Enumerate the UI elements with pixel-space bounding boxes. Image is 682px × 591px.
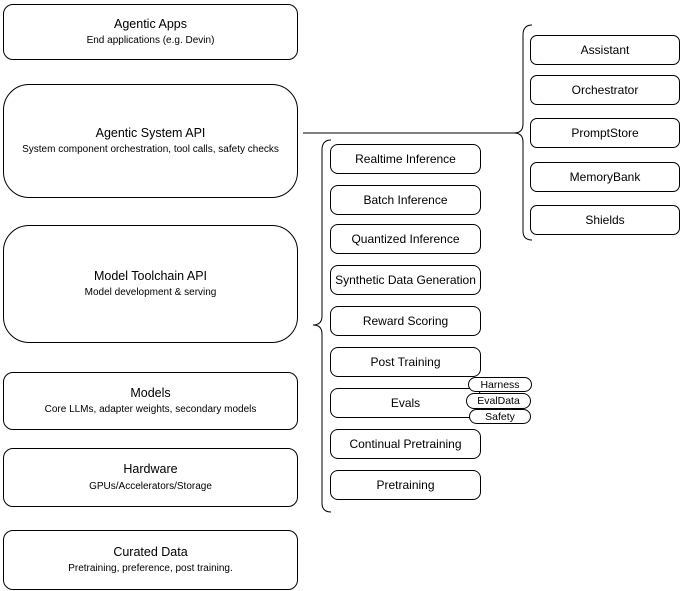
box-continual-pretraining: Continual Pretraining <box>330 429 481 459</box>
box-model-toolchain-api-title: Model Toolchain API <box>93 268 208 283</box>
box-model-toolchain-api: Model Toolchain API Model development & … <box>3 225 298 343</box>
box-assistant-label: Assistant <box>580 43 630 57</box>
box-hardware: Hardware GPUs/Accelerators/Storage <box>3 448 298 507</box>
box-shields-label: Shields <box>585 213 625 227</box>
box-models: Models Core LLMs, adapter weights, secon… <box>3 372 298 430</box>
box-curated-data: Curated Data Pretraining, preference, po… <box>3 530 298 590</box>
box-hardware-subtitle: GPUs/Accelerators/Storage <box>89 480 212 492</box>
box-promptstore: PromptStore <box>530 118 680 148</box>
box-evals-label: Evals <box>390 396 421 410</box>
box-post-training: Post Training <box>330 347 481 377</box>
box-synthetic-data-generation-label: Synthetic Data Generation <box>335 273 476 287</box>
box-memorybank: MemoryBank <box>530 162 680 192</box>
box-reward-scoring: Reward Scoring <box>330 306 481 336</box>
box-batch-inference: Batch Inference <box>330 185 481 215</box>
box-realtime-inference-label: Realtime Inference <box>355 152 456 166</box>
box-quantized-inference: Quantized Inference <box>330 224 481 254</box>
box-curated-data-subtitle: Pretraining, preference, post training. <box>68 563 233 575</box>
box-orchestrator-label: Orchestrator <box>571 83 639 97</box>
box-agentic-apps-subtitle: End applications (e.g. Devin) <box>86 35 215 47</box>
box-agentic-system-api: Agentic System API System component orch… <box>3 84 298 198</box>
box-reward-scoring-label: Reward Scoring <box>362 314 449 328</box>
box-promptstore-label: PromptStore <box>571 126 639 140</box>
pill-safety: Safety <box>469 409 531 424</box>
box-hardware-title: Hardware <box>123 462 178 477</box>
toolchain-brace <box>312 139 332 513</box>
box-models-subtitle: Core LLMs, adapter weights, secondary mo… <box>44 404 257 416</box>
box-orchestrator: Orchestrator <box>530 75 680 105</box>
box-realtime-inference: Realtime Inference <box>330 144 481 174</box>
box-evals: Evals <box>330 388 481 418</box>
pill-safety-label: Safety <box>485 410 515 423</box>
box-batch-inference-label: Batch Inference <box>363 193 448 207</box>
pill-evaldata-label: EvalData <box>477 395 520 407</box>
box-agentic-apps-title: Agentic Apps <box>114 16 187 31</box>
pill-harness-label: Harness <box>480 378 520 391</box>
box-shields: Shields <box>530 205 680 235</box>
box-assistant: Assistant <box>530 35 680 65</box>
box-model-toolchain-api-subtitle: Model development & serving <box>84 287 217 299</box>
box-agentic-system-api-title: Agentic System API <box>95 125 206 140</box>
box-agentic-apps: Agentic Apps End applications (e.g. Devi… <box>3 4 298 60</box>
box-quantized-inference-label: Quantized Inference <box>351 232 460 246</box>
pill-evaldata: EvalData <box>466 393 531 409</box>
box-continual-pretraining-label: Continual Pretraining <box>349 437 462 451</box>
box-post-training-label: Post Training <box>370 355 441 369</box>
box-pretraining: Pretraining <box>330 470 481 500</box>
box-synthetic-data-generation: Synthetic Data Generation <box>330 265 481 295</box>
box-models-title: Models <box>130 385 171 400</box>
box-pretraining-label: Pretraining <box>376 478 435 492</box>
box-agentic-system-api-subtitle: System component orchestration, tool cal… <box>22 144 279 156</box>
box-curated-data-title: Curated Data <box>113 544 188 559</box>
pill-harness: Harness <box>468 377 532 392</box>
box-memorybank-label: MemoryBank <box>569 170 641 184</box>
